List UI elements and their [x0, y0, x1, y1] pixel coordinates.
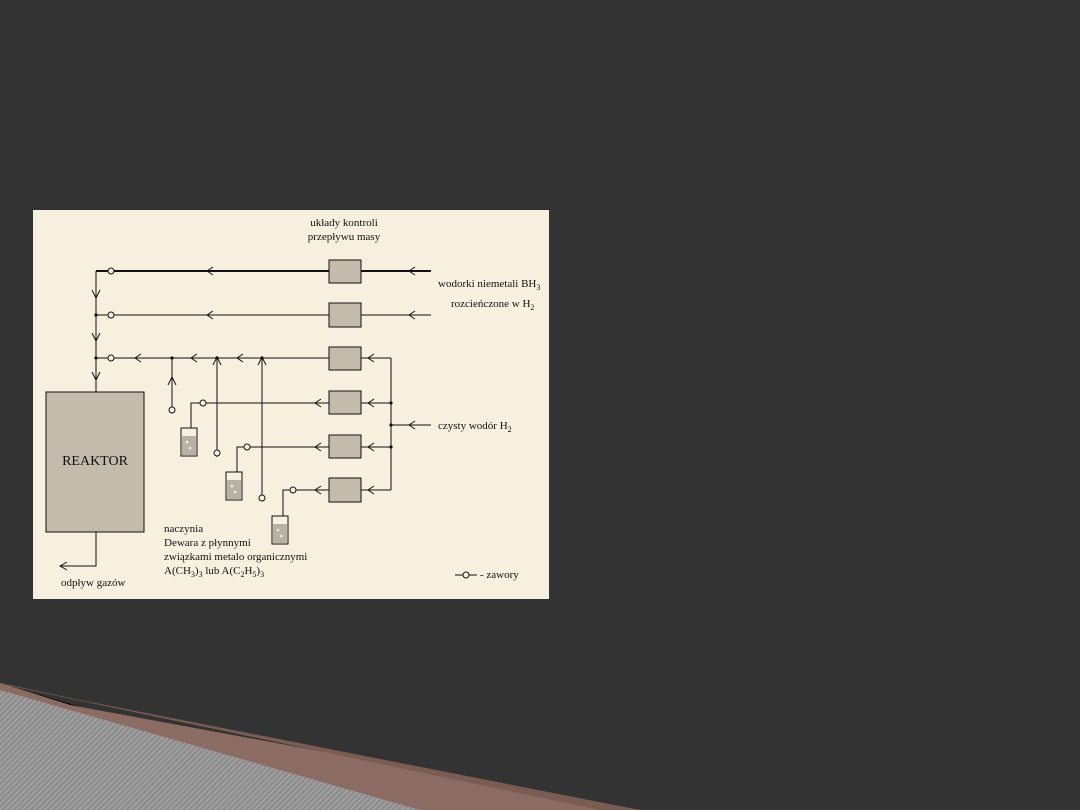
hydrogen-label-sub: 2: [507, 425, 512, 435]
valve-legend-symbol: [462, 571, 470, 579]
formula-a-sub: 3: [190, 570, 195, 580]
mfc-box-3: [328, 346, 362, 371]
hydride-label-sub: 3: [536, 283, 541, 293]
formula-b-sub1: 2: [240, 570, 245, 580]
mfc-box-6: [328, 477, 362, 503]
hydride-label: wodorki niemetali BH3: [438, 277, 540, 295]
exhaust-label: odpływ gazów: [61, 577, 126, 589]
valve: [107, 311, 115, 319]
valve: [168, 406, 176, 414]
formula-a-close: ): [194, 565, 199, 577]
formula-b-h: H: [244, 565, 253, 577]
valves-legend-label: - zawory: [480, 569, 519, 581]
formula-a-sub2: 3: [198, 570, 203, 580]
mfc-box-5: [328, 434, 362, 459]
mfc-label: układy kontroli przepływu masy: [304, 216, 384, 244]
hydride-label-main: wodorki niemetali BH: [438, 278, 537, 290]
hydride-label2-sub: 2: [530, 303, 535, 313]
diagram-lines: [45, 259, 477, 579]
cvd-gas-system-diagram: układy kontroli przepływu masy wodorki n…: [33, 210, 549, 599]
valve: [258, 494, 266, 502]
vessels-line3: związkami metalo organicznymi: [164, 551, 308, 563]
reactor-label: REAKTOR: [62, 454, 128, 469]
vessels-line2: Dewara z płynnymi: [164, 537, 251, 549]
valve: [199, 399, 207, 407]
formula-a: A(CH: [164, 565, 191, 577]
hydride-label2-main: rozcieńczone w H: [451, 298, 531, 310]
formula-b-sub3: 3: [260, 570, 265, 580]
reactor-box: [45, 391, 145, 533]
hydrogen-label-main: czysty wodór H: [438, 420, 508, 432]
formula-or: lub A(C: [202, 565, 241, 577]
formula-b-sub2: 5: [252, 570, 257, 580]
mfc-box-2: [328, 302, 362, 328]
vessels-formula: A(CH3)3 lub A(C2H5)3: [164, 564, 307, 582]
mfc-box-1: [328, 259, 362, 284]
hydride-diluted-label: rozcieńczone w H2: [451, 297, 534, 315]
hydrogen-label: czysty wodór H2: [438, 419, 512, 437]
formula-b-close: ): [256, 565, 261, 577]
vessels-label: naczynia Dewara z płynnymi związkami met…: [164, 522, 307, 582]
valve: [107, 354, 115, 362]
valve: [243, 443, 251, 451]
mfc-label-line2: przepływu masy: [307, 231, 381, 243]
mfc-box-4: [328, 390, 362, 415]
valve: [213, 449, 221, 457]
valve: [289, 486, 297, 494]
mfc-label-line1: układy kontroli: [310, 217, 378, 229]
valve: [107, 267, 115, 275]
vessels-line1: naczynia: [164, 523, 204, 535]
